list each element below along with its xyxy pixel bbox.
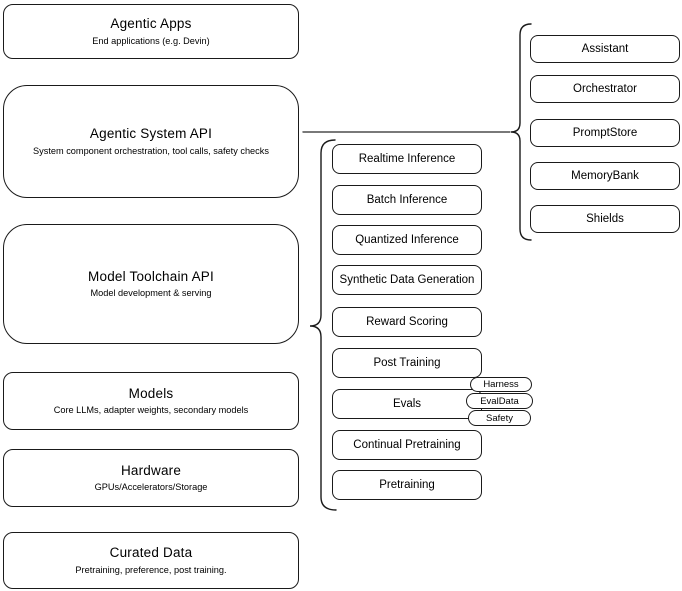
node-subtitle: System component orchestration, tool cal… — [33, 145, 269, 156]
node-title: Curated Data — [109, 545, 193, 561]
toolchain-item-label: Quantized Inference — [355, 234, 459, 246]
component-memorybank: MemoryBank — [530, 162, 680, 190]
toolchain-item-label: Evals — [392, 398, 422, 410]
component-label: Assistant — [581, 43, 629, 55]
node-agentic-system-api: Agentic System API System component orch… — [3, 85, 299, 198]
toolchain-item-post-training: Post Training — [332, 348, 482, 378]
toolchain-item-synthetic-data-generation: Synthetic Data Generation — [332, 265, 482, 295]
system-components-bracket — [510, 23, 532, 241]
node-title: Model Toolchain API — [88, 268, 214, 284]
component-label: PromptStore — [572, 127, 638, 139]
node-title: Agentic Apps — [110, 16, 192, 32]
toolchain-item-label: Realtime Inference — [358, 153, 456, 165]
toolchain-item-label: Synthetic Data Generation — [339, 274, 475, 286]
toolchain-item-label: Continual Pretraining — [353, 439, 461, 451]
toolchain-item-quantized-inference: Quantized Inference — [332, 225, 482, 255]
toolchain-item-label: Reward Scoring — [366, 316, 448, 328]
node-hardware: Hardware GPUs/Accelerators/Storage — [3, 449, 299, 507]
node-model-toolchain-api: Model Toolchain API Model development & … — [3, 224, 299, 344]
eval-tag-label: Harness — [483, 379, 519, 390]
node-subtitle: Pretraining, preference, post training. — [75, 564, 227, 575]
eval-tag-harness: Harness — [470, 377, 532, 392]
toolchain-item-continual-pretraining: Continual Pretraining — [332, 430, 482, 460]
toolchain-item-reward-scoring: Reward Scoring — [332, 307, 482, 337]
node-title: Models — [128, 385, 174, 401]
component-assistant: Assistant — [530, 35, 680, 63]
toolchain-item-pretraining: Pretraining — [332, 470, 482, 500]
node-title: Agentic System API — [89, 126, 213, 142]
toolchain-item-label: Pretraining — [379, 479, 435, 491]
node-title: Hardware — [120, 462, 182, 478]
eval-tag-evaldata: EvalData — [466, 393, 533, 409]
node-curated-data: Curated Data Pretraining, preference, po… — [3, 532, 299, 589]
node-subtitle: GPUs/Accelerators/Storage — [94, 482, 208, 493]
eval-tag-safety: Safety — [468, 410, 531, 426]
component-label: Shields — [586, 213, 624, 225]
eval-tag-label: EvalData — [480, 395, 519, 407]
component-label: MemoryBank — [571, 170, 639, 182]
component-orchestrator: Orchestrator — [530, 75, 680, 103]
toolchain-item-label: Batch Inference — [366, 194, 448, 206]
node-agentic-apps: Agentic Apps End applications (e.g. Devi… — [3, 4, 299, 59]
toolchain-item-realtime-inference: Realtime Inference — [332, 144, 482, 174]
component-shields: Shields — [530, 205, 680, 233]
component-label: Orchestrator — [573, 83, 637, 95]
component-promptstore: PromptStore — [530, 119, 680, 147]
node-models: Models Core LLMs, adapter weights, secon… — [3, 372, 299, 430]
node-subtitle: Model development & serving — [90, 288, 212, 299]
toolchain-item-evals: Evals — [332, 389, 482, 419]
toolchain-item-batch-inference: Batch Inference — [332, 185, 482, 215]
node-subtitle: End applications (e.g. Devin) — [92, 35, 210, 46]
node-subtitle: Core LLMs, adapter weights, secondary mo… — [53, 405, 249, 416]
toolchain-item-label: Post Training — [373, 357, 441, 369]
eval-tag-label: Safety — [486, 412, 513, 424]
